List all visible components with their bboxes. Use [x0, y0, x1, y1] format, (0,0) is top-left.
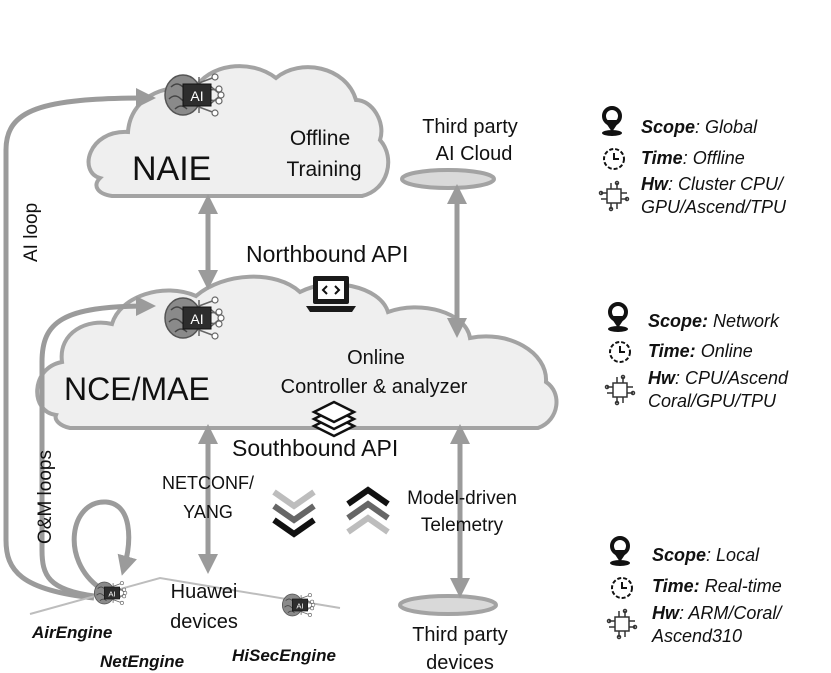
third-party-cloud-disk	[400, 168, 496, 190]
svg-text:Scope: Global: Scope: Global	[641, 117, 758, 137]
hisecengine-label: HiSecEngine	[232, 646, 336, 665]
hw-value-line1: CPU/Ascend	[680, 368, 789, 388]
svg-text:AI: AI	[296, 601, 303, 610]
self-loop-arrow	[71, 499, 137, 591]
brain-ai-icon-top: AI	[164, 73, 225, 117]
svg-text:AI: AI	[108, 589, 115, 598]
svg-text:Scope: Network: Scope: Network	[648, 311, 780, 331]
telemetry-label-line2: Telemetry	[421, 515, 504, 536]
clock-icon	[603, 148, 625, 170]
time-label: Time:	[648, 341, 696, 361]
hw-value-line2: Coral/GPU/TPU	[648, 391, 777, 411]
hw-value-line1: ARM/Coral/	[684, 603, 783, 623]
hw-value-line2: GPU/Ascend/TPU	[641, 197, 787, 217]
telemetry-label-line1: Model-driven	[407, 488, 517, 509]
hw-value-line1: Cluster CPU/	[673, 174, 785, 194]
clock-icon	[611, 577, 633, 599]
third-party-cloud-line1: Third party	[422, 116, 518, 138]
scope-label: Scope:	[648, 311, 708, 331]
scope-value: Global	[700, 117, 758, 137]
airengine-label: AirEngine	[31, 623, 112, 642]
scope-sep: :	[695, 117, 700, 137]
northbound-api-label: Northbound API	[246, 241, 408, 267]
ai-loop-arrow	[3, 88, 156, 601]
chip-icon	[604, 374, 636, 406]
ai-loop-label: AI loop	[21, 203, 42, 262]
svg-text:AI: AI	[190, 88, 203, 104]
scope-value: Local	[711, 545, 760, 565]
svg-text:AI: AI	[190, 311, 203, 327]
hw-sep: :	[675, 368, 680, 388]
time-value: Online	[696, 341, 753, 361]
svg-text:Time: Online: Time: Online	[648, 341, 753, 361]
third-party-cloud-line2: AI Cloud	[436, 143, 513, 165]
naie-caption-line1: Offline	[290, 127, 350, 150]
hw-sep: :	[668, 174, 673, 194]
time-value: Offline	[688, 148, 745, 168]
hw-value-line2: Ascend310	[651, 626, 742, 646]
scope-sep: :	[706, 545, 711, 565]
nce-caption-line2: Controller & analyzer	[281, 376, 468, 398]
legend-local: Scope: Local Time: Real-time Hw: ARM/Cor…	[606, 536, 783, 646]
scope-value: Network	[708, 311, 780, 331]
clock-icon	[609, 341, 631, 363]
third-party-devices-line2: devices	[426, 652, 494, 673]
third-party-devices-disk	[398, 594, 498, 616]
legend-global: Scope: Global Time: Offline Hw: Cluster …	[598, 106, 787, 217]
svg-text:Hw: CPU/Ascend: Hw: CPU/Ascend	[648, 368, 789, 388]
third-party-devices-line1: Third party	[412, 624, 508, 646]
svg-text:Hw: Cluster CPU/: Hw: Cluster CPU/	[641, 174, 785, 194]
chip-icon	[606, 608, 638, 640]
telemetry-chevrons	[346, 486, 390, 535]
svg-text:Time: Real-time: Time: Real-time	[652, 576, 782, 596]
netengine-label: NetEngine	[100, 652, 184, 671]
time-label: Time:	[652, 576, 700, 596]
scope-label: Scope	[641, 117, 695, 137]
time-value: Real-time	[700, 576, 782, 596]
svg-text:Scope: Local: Scope: Local	[652, 545, 760, 565]
nce-caption-line1: Online	[347, 347, 405, 369]
time-label: Time	[641, 148, 683, 168]
svg-text:Hw: ARM/Coral/: Hw: ARM/Coral/	[652, 603, 783, 623]
hw-label: Hw	[641, 174, 669, 194]
location-pin-icon	[602, 106, 622, 136]
layers-stack-icon	[311, 400, 357, 438]
nce-mae-label: NCE/MAE	[64, 371, 210, 407]
netconf-label-line2: YANG	[183, 502, 233, 522]
svg-text:Time: Offline: Time: Offline	[641, 148, 745, 168]
brain-ai-icon-air: AI	[93, 581, 128, 605]
naie-cloud	[86, 64, 391, 198]
chip-icon	[598, 180, 630, 212]
time-sep: :	[683, 148, 688, 168]
huawei-devices-line1: Huawei	[171, 581, 238, 603]
devices-ground	[29, 576, 341, 615]
hw-label: Hw	[648, 368, 676, 388]
om-loop-label: O&M loops	[35, 450, 56, 544]
hw-label: Hw	[652, 603, 680, 623]
naie-label: NAIE	[132, 150, 211, 188]
location-pin-icon	[610, 536, 630, 566]
naie-caption-line2: Training	[286, 158, 361, 181]
hw-sep: :	[679, 603, 684, 623]
laptop-code-icon	[306, 276, 356, 312]
netconf-label-line1: NETCONF/	[162, 473, 254, 493]
scope-label: Scope	[652, 545, 706, 565]
legend-network: Scope: Network Time: Online Hw: CPU/Asce…	[604, 302, 789, 411]
southbound-api-label: Southbound API	[232, 435, 398, 461]
brain-ai-icon-middle: AI	[164, 296, 225, 340]
huawei-devices-line2: devices	[170, 611, 238, 633]
brain-ai-icon-hisec: AI	[281, 593, 316, 617]
om-loop-arrow	[39, 296, 156, 599]
netconf-chevrons	[272, 489, 316, 538]
location-pin-icon	[608, 302, 628, 332]
